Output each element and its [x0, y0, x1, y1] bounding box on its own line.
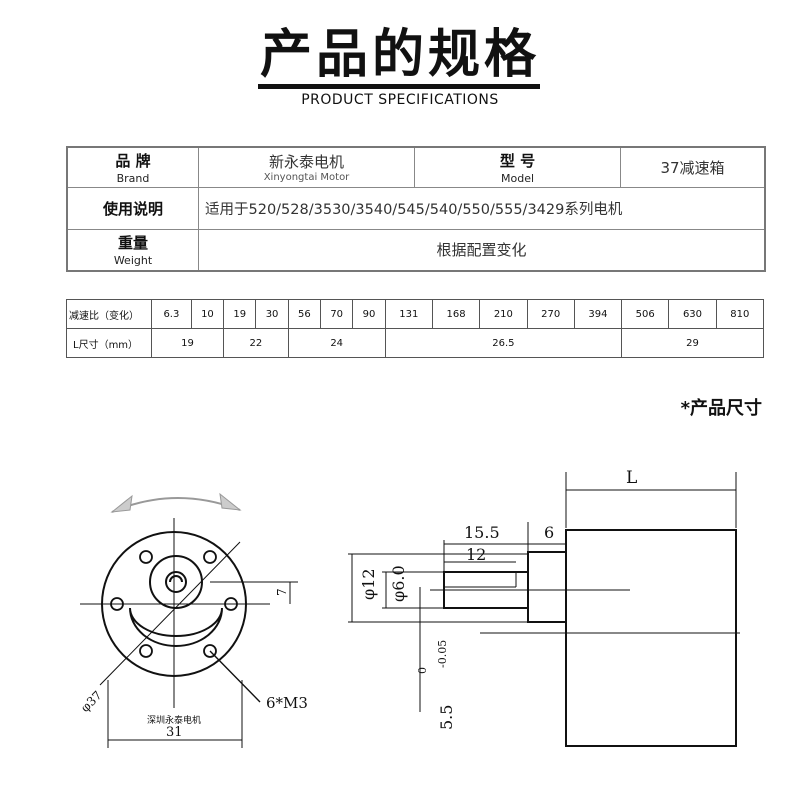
length-cell: 26.5 [384, 328, 623, 358]
holes-dim: 6*M3 [266, 694, 308, 712]
offset-dim: 7 [275, 588, 289, 596]
boss-diameter-dim: φ12 [359, 568, 378, 600]
gearbox-body [565, 529, 737, 747]
weight-label-en: Weight [113, 254, 153, 268]
usage-label-cell: 使用说明 [66, 186, 199, 230]
brand-value: 新永泰电机 [268, 153, 344, 172]
model-value: 37减速箱 [660, 158, 725, 177]
brand-label-cell: 品 牌 Brand [66, 146, 199, 188]
usage-value: 适用于520/528/3530/3540/545/540/550/555/342… [205, 201, 623, 218]
shaft-diameter-dim: φ6.0 [389, 565, 408, 602]
ratio-cell: 56 [287, 299, 322, 329]
ratio-cell: 90 [352, 299, 386, 329]
ratio-cell: 19 [223, 299, 257, 329]
brand-label-en: Brand [116, 171, 150, 185]
gearbox-boss [527, 551, 567, 623]
ratio-cell: 30 [255, 299, 289, 329]
weight-value: 根据配置变化 [436, 241, 527, 260]
side-view-drawing: L 15.5 12 6 φ12 φ6.0 5.5 0 -0.05 [348, 468, 740, 747]
usage-label: 使用说明 [102, 199, 163, 218]
ratio-cell: 168 [431, 299, 481, 329]
flat-dim: 5.5 [437, 705, 456, 730]
gearbox-face-outline [101, 531, 247, 677]
brand-label: 品 牌 [115, 151, 151, 170]
weight-value-cell: 根据配置变化 [198, 228, 766, 272]
boss-length-dim: 6 [544, 523, 554, 542]
brand-value-cell: 新永泰电机 Xinyongtai Motor [198, 146, 415, 188]
weight-label: 重量 [117, 234, 148, 253]
usage-value-cell: 适用于520/528/3530/3540/545/540/550/555/342… [198, 186, 766, 230]
shaft-length-dim: 15.5 [464, 523, 500, 542]
ratio-cell: 131 [384, 299, 433, 329]
model-label: 型 号 [499, 151, 536, 170]
ratio-cell: 270 [526, 299, 575, 329]
ratio-cell: 506 [621, 299, 670, 329]
ratio-cell: 810 [715, 299, 765, 329]
title-underline [258, 84, 540, 89]
page-subtitle: PRODUCT SPECIFICATIONS [301, 92, 499, 108]
length-cell: 24 [287, 328, 386, 358]
brand-value-en: Xinyongtai Motor [263, 172, 350, 184]
spec-table: 品 牌 Brand 新永泰电机 Xinyongtai Motor 型 号 Mod… [66, 146, 766, 272]
ratio-cell: 210 [479, 299, 528, 329]
front-view-drawing: 7 φ37 6*M3 深圳永泰电机 31 [78, 492, 308, 748]
flat-tol-lower: -0.05 [436, 640, 449, 668]
ratio-cell: 6.3 [151, 299, 192, 329]
model-label-en: Model [500, 171, 535, 185]
page-title: 产品的规格 [259, 25, 540, 85]
weight-label-cell: 重量 Weight [66, 228, 199, 272]
engraving-text: 深圳永泰电机 [147, 714, 201, 726]
output-shaft-icon [165, 571, 187, 593]
mounting-holes [110, 550, 238, 658]
length-cell: 29 [621, 328, 764, 358]
length-cell: 22 [223, 328, 289, 358]
diameter-dim: φ37 [78, 688, 105, 715]
ratio-cell: 394 [573, 299, 623, 329]
width-dim: 31 [166, 725, 183, 740]
ratio-cell: 630 [668, 299, 717, 329]
length-cell: 19 [150, 328, 225, 358]
ratio-cell: 10 [190, 299, 225, 329]
ratio-label: 减速比（变化） [66, 299, 152, 329]
dimensions-title: *产品尺寸 [680, 398, 762, 419]
length-dim: L [626, 468, 637, 488]
ratio-cell: 70 [320, 299, 354, 329]
model-value-cell: 37减速箱 [620, 146, 766, 188]
model-label-cell: 型 号 Model [414, 146, 621, 188]
flat-tol-upper: 0 [416, 667, 429, 674]
length-label: L尺寸（mm） [66, 328, 152, 358]
